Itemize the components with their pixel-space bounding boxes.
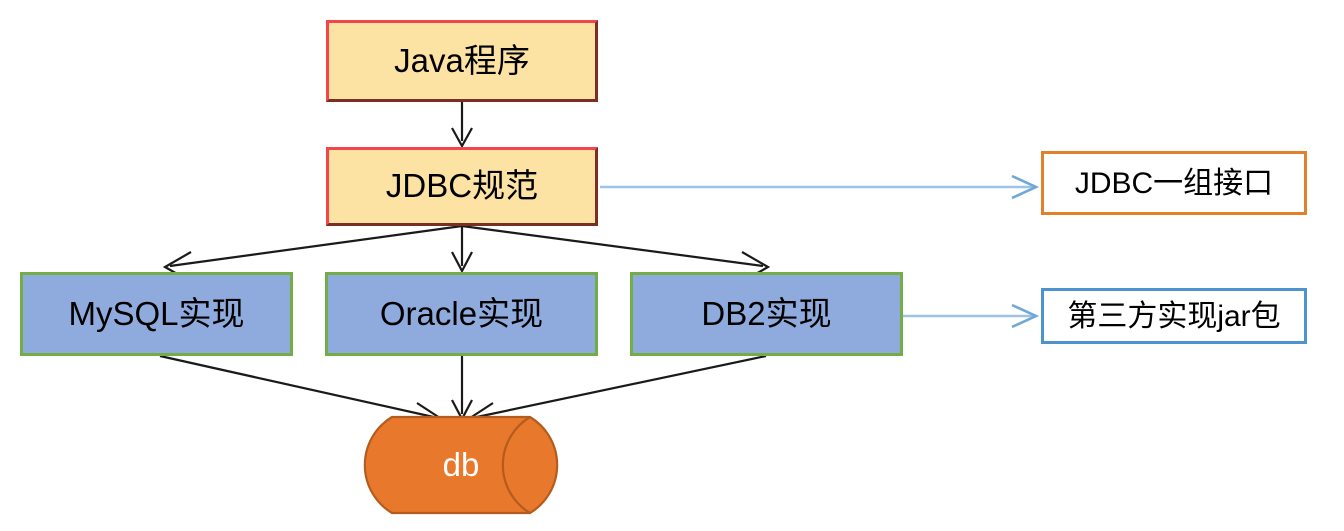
node-oracle-impl[interactable]: Oracle实现 [325,272,598,356]
node-jdbc-spec-label: JDBC规范 [385,167,539,205]
node-java-program[interactable]: Java程序 [326,20,598,102]
node-jdbc-spec[interactable]: JDBC规范 [326,147,598,226]
note-thirdparty-jar[interactable]: 第三方实现jar包 [1041,288,1307,344]
note-jdbc-interfaces-label: JDBC一组接口 [1074,166,1274,200]
note-jdbc-interfaces[interactable]: JDBC一组接口 [1041,151,1307,215]
edge-jdbc-to-note-interfaces [600,174,1040,200]
node-oracle-impl-label: Oracle实现 [379,294,544,332]
note-thirdparty-jar-label: 第三方实现jar包 [1067,299,1281,333]
edge-oracle-to-db [451,356,473,422]
node-java-program-label: Java程序 [394,41,530,79]
node-mysql-impl-label: MySQL实现 [68,294,245,332]
edge-jdbc-to-oracle [451,226,473,274]
database-cylinder-icon [363,415,559,515]
edge-db2-to-note-thirdparty [903,303,1040,329]
node-mysql-impl[interactable]: MySQL实现 [20,272,293,356]
edge-java-to-jdbc [451,101,473,149]
node-db2-impl-label: DB2实现 [701,294,832,332]
node-db2-impl[interactable]: DB2实现 [630,272,903,356]
